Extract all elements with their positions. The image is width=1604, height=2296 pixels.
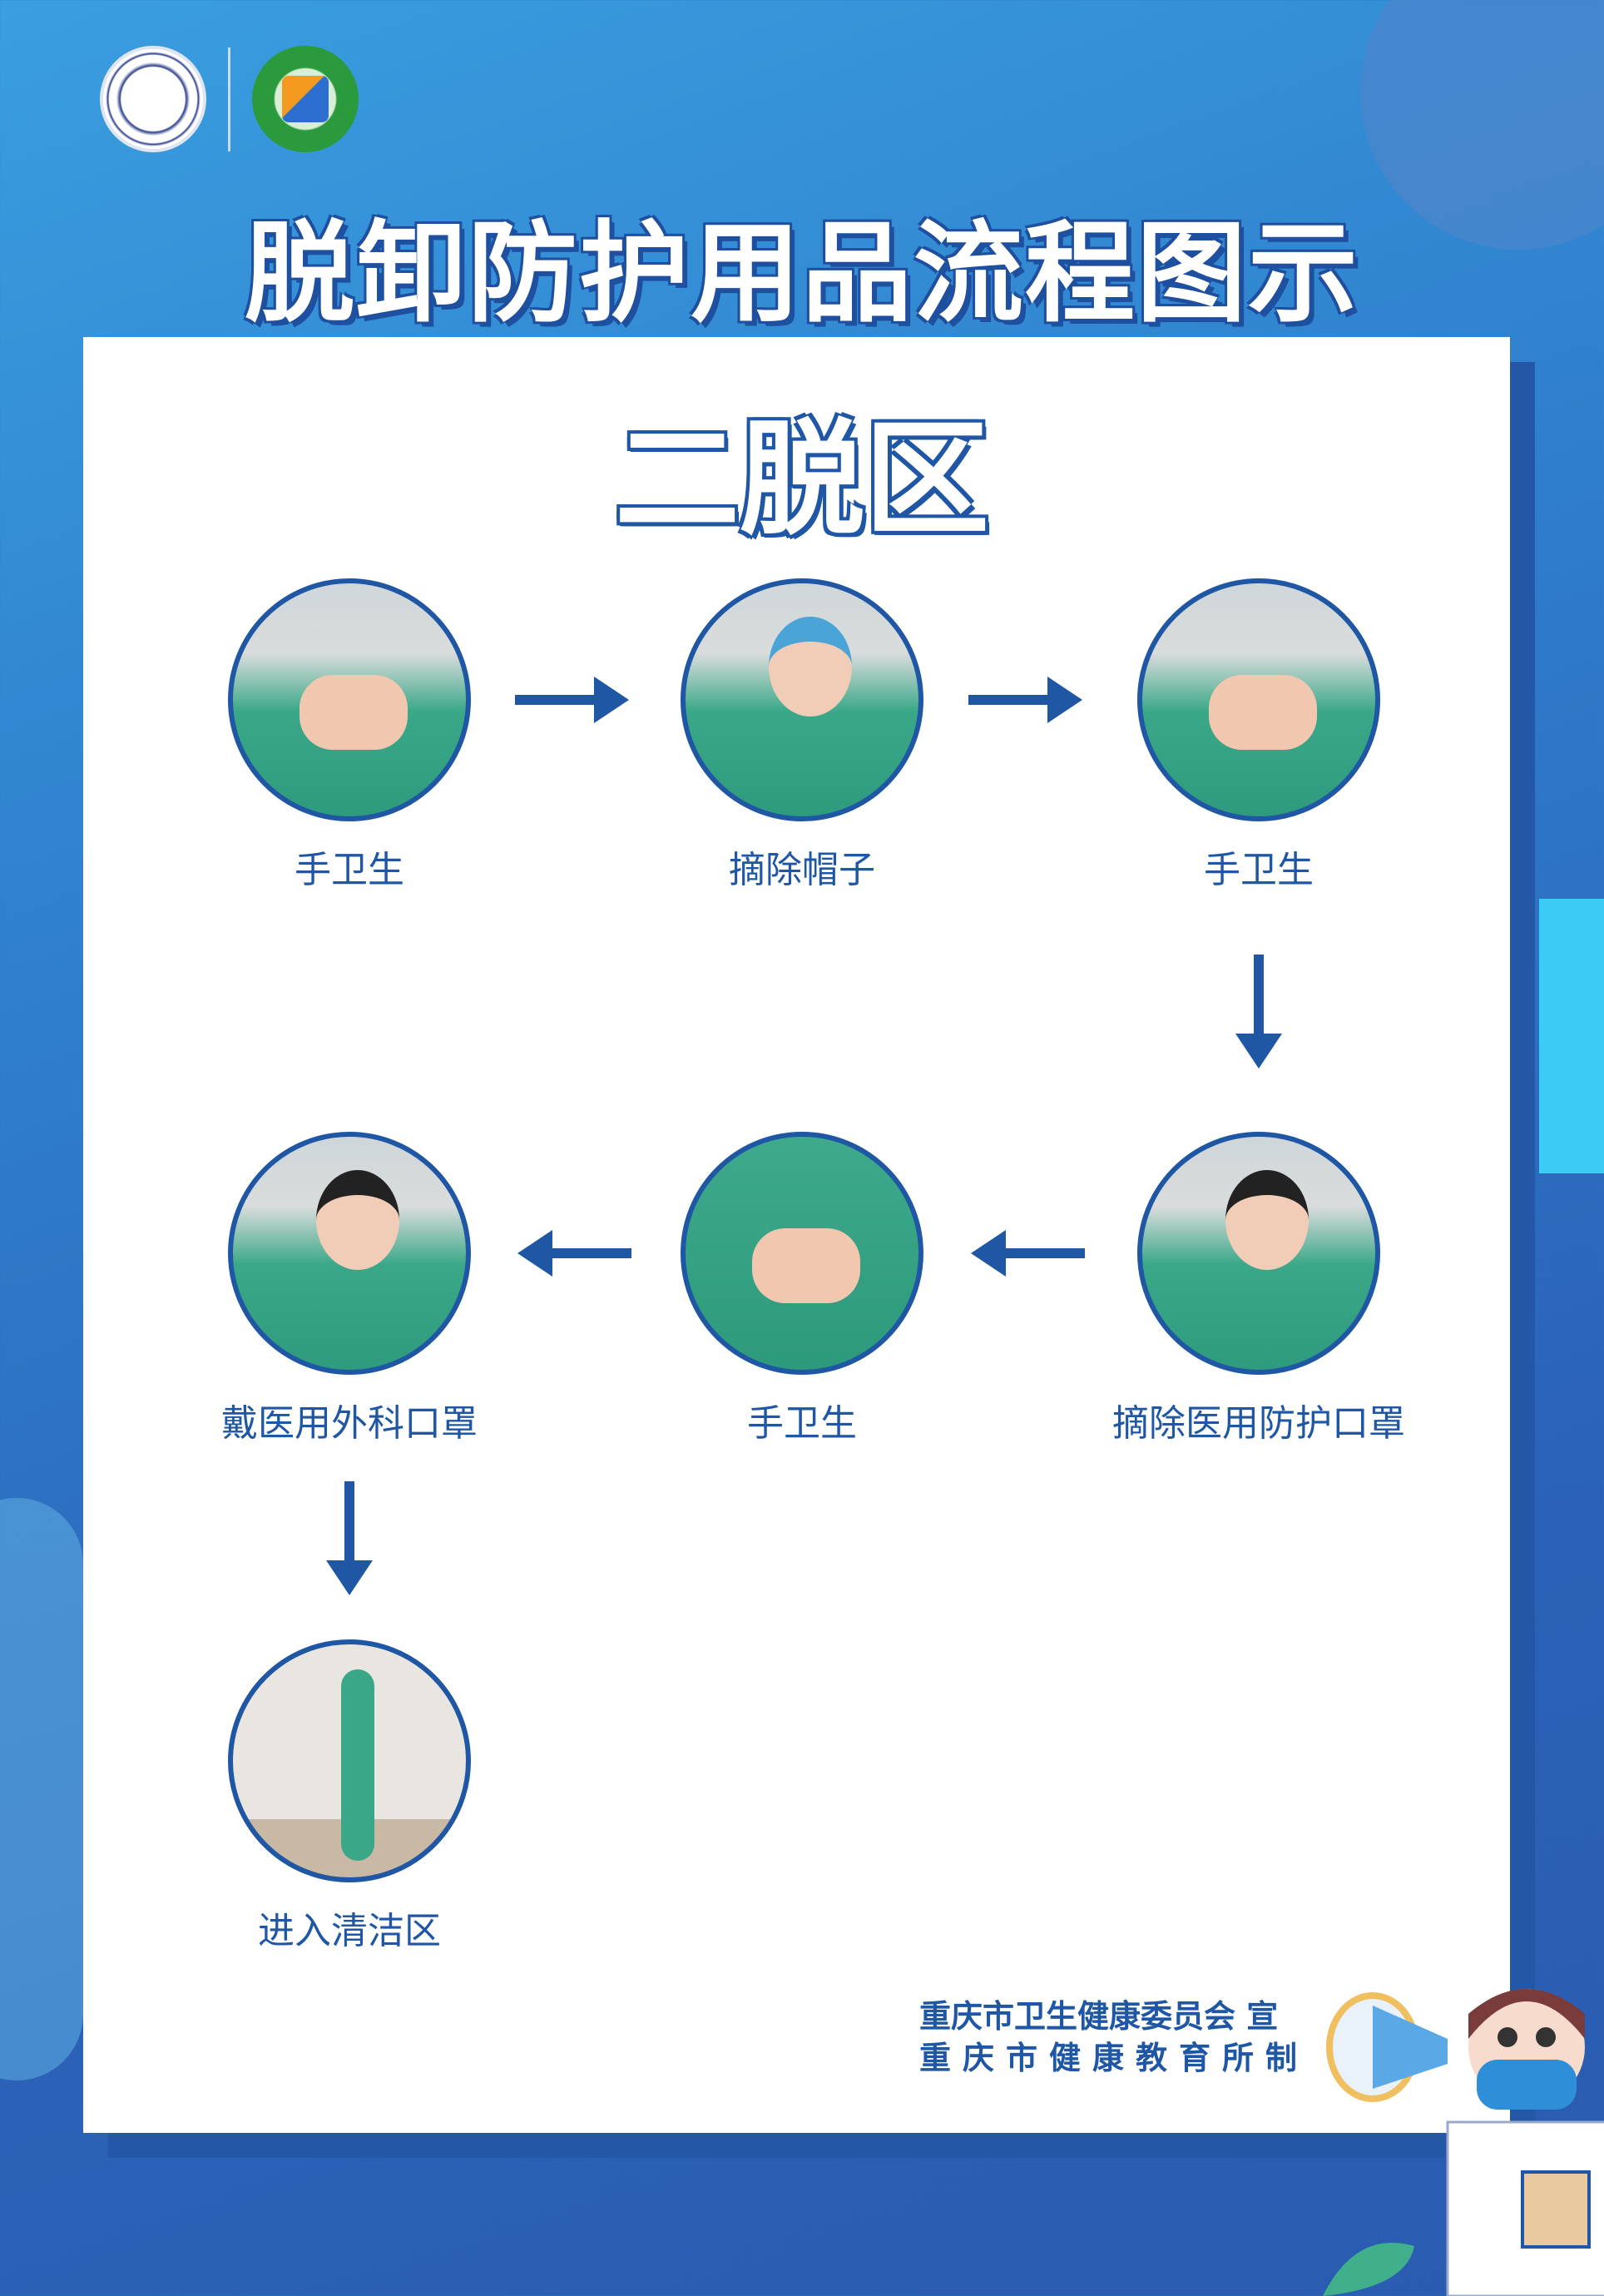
- step-photo: [1137, 578, 1380, 821]
- health-commission-logo: [100, 46, 206, 152]
- step-photo: [228, 578, 471, 821]
- step-enter-clean-zone: 进入清洁区: [141, 1639, 557, 1954]
- step-label: 手卫生: [747, 1402, 857, 1445]
- step-label: 摘除医用防护口罩: [1112, 1402, 1405, 1445]
- health-education-institute-logo: [252, 46, 359, 152]
- step-hand-hygiene-1: 手卫生: [141, 578, 557, 893]
- step-label: 摘除帽子: [729, 849, 875, 891]
- step-label: 戴医用外科口罩: [221, 1402, 478, 1445]
- arrow-left-icon: [517, 1230, 631, 1277]
- step-photo: [1137, 1132, 1380, 1375]
- producer-line: 重庆市健康教育所制: [919, 2040, 1309, 2076]
- decor-stripe: [1539, 899, 1604, 1173]
- arrow-down-icon: [1235, 955, 1282, 1069]
- footer-credits: 重庆市卫生健康委员会 宣 重庆市健康教育所制: [919, 1996, 1309, 2079]
- logo-divider: [228, 47, 230, 151]
- arrow-left-icon: [971, 1230, 1085, 1277]
- step-photo: [681, 578, 923, 821]
- step-photo: [681, 1132, 923, 1375]
- logo-group: [100, 46, 359, 152]
- step-remove-respirator: 摘除医用防护口罩: [1051, 1132, 1467, 1446]
- step-label: 手卫生: [295, 849, 404, 891]
- decor-leaf: [0, 1498, 83, 2080]
- step-remove-cap: 摘除帽子: [594, 578, 1010, 893]
- step-photo: [228, 1132, 471, 1375]
- arrow-down-icon: [326, 1481, 373, 1595]
- step-label: 进入清洁区: [258, 1910, 441, 1952]
- step-hand-hygiene-3: 手卫生: [594, 1132, 1010, 1446]
- publisher-line: 重庆市卫生健康委员会 宣: [919, 1998, 1279, 2035]
- arrow-right-icon: [515, 677, 629, 723]
- step-hand-hygiene-2: 手卫生: [1051, 578, 1467, 893]
- step-label: 手卫生: [1204, 849, 1314, 891]
- step-photo: [228, 1639, 471, 1882]
- zone-title: 二脱区: [614, 408, 989, 553]
- doctor-megaphone-illustration: [1323, 1989, 1604, 2296]
- poster-title: 脱卸防护用品流程图示: [245, 210, 1359, 338]
- arrow-right-icon: [968, 677, 1082, 723]
- step-wear-surgical-mask: 戴医用外科口罩: [141, 1132, 557, 1446]
